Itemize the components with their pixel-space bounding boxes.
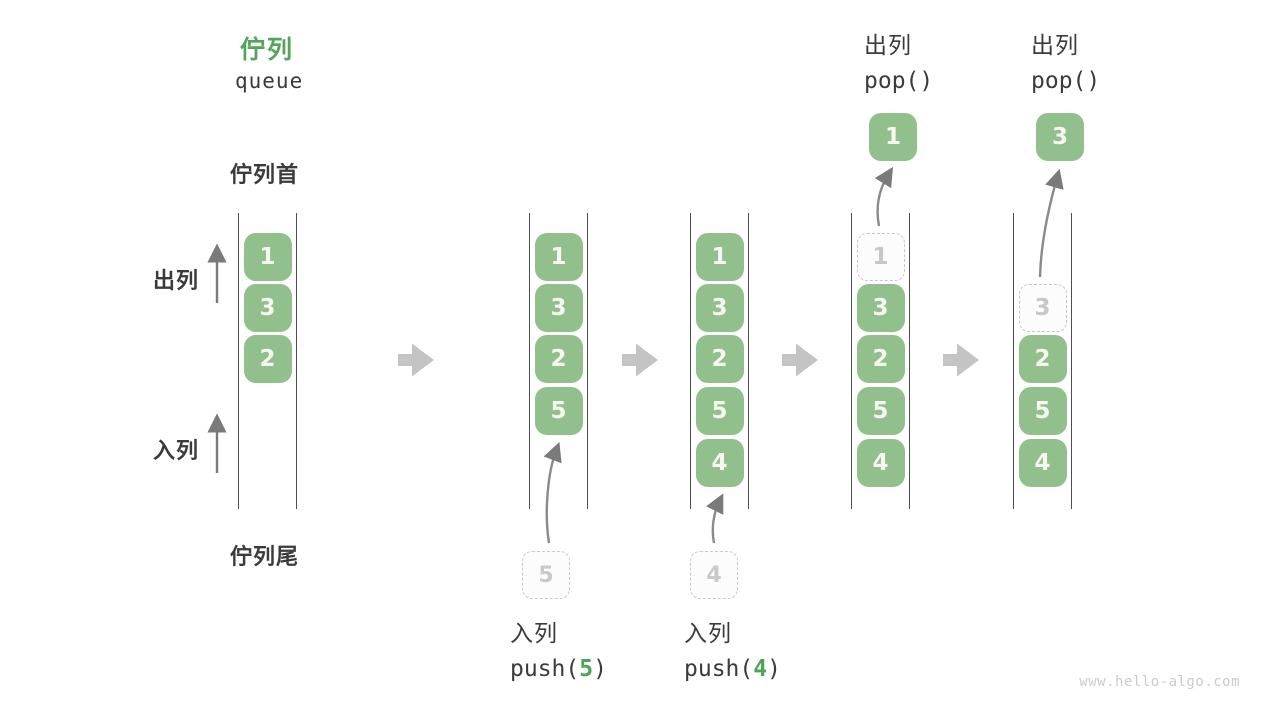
pop-second-code: pop(): [1031, 68, 1101, 94]
staged-push-value: 5: [522, 551, 570, 599]
queue-cell: 4: [1018, 439, 1067, 487]
queue-state-after-push-5: 1 3 2 5: [529, 213, 588, 509]
queue-cell: 4: [856, 439, 905, 487]
push-5-caption: 入列 push(5): [510, 622, 607, 681]
queue-state-pop-1: 1 3 2 5 4: [851, 213, 910, 509]
diagram-title-en: queue: [235, 69, 304, 93]
popped-value-cell: 1: [869, 113, 917, 161]
queue-cell: 4: [695, 439, 744, 487]
queue-state-after-push-4: 1 3 2 5 4: [690, 213, 749, 509]
push-4-caption: 入列 push(4): [684, 622, 781, 681]
queue-cell: 3: [243, 284, 292, 332]
queue-cell: 2: [695, 335, 744, 383]
queue-cell: 5: [1018, 387, 1067, 435]
queue-state-initial: 1 3 2: [238, 213, 297, 509]
push-5-code: push(5): [510, 656, 607, 682]
transition-arrow-icon: [943, 343, 979, 377]
queue-cell: 1: [534, 233, 583, 281]
queue-cell: 3: [695, 284, 744, 332]
diagram-title-zh: 佇列: [240, 36, 295, 64]
queue-cell: 5: [856, 387, 905, 435]
queue-cell: 3: [534, 284, 583, 332]
transition-arrow-icon: [782, 343, 818, 377]
queue-cell: 1: [695, 233, 744, 281]
queue-rear-label: 佇列尾: [230, 544, 300, 569]
transition-arrow-icon: [622, 343, 658, 377]
staged-push-value: 4: [690, 551, 738, 599]
watermark: www.hello-algo.com: [1079, 674, 1240, 690]
queue-cell: 5: [695, 387, 744, 435]
dequeue-direction-label: 出列: [153, 268, 200, 293]
pop-second-caption: 出列 pop(): [1031, 34, 1100, 93]
queue-cell: 2: [534, 335, 583, 383]
enqueue-direction-label: 入列: [153, 438, 200, 463]
queue-cell: 2: [856, 335, 905, 383]
pop-first-label: 出列: [864, 32, 912, 58]
push-5-label: 入列: [510, 620, 558, 646]
queue-cell: 2: [1018, 335, 1067, 383]
pop-first-caption: 出列 pop(): [864, 34, 933, 93]
queue-cell: 3: [856, 284, 905, 332]
queue-cell-ghost: 1: [856, 233, 905, 281]
popped-value-cell: 3: [1036, 113, 1084, 161]
push-4-code: push(4): [684, 656, 781, 682]
queue-cell: 2: [243, 335, 292, 383]
transition-arrow-icon: [398, 343, 434, 377]
queue-state-pop-3: 3 2 5 4: [1013, 213, 1072, 509]
pop-second-label: 出列: [1031, 32, 1079, 58]
queue-front-label: 佇列首: [230, 162, 300, 187]
push-4-label: 入列: [684, 620, 732, 646]
queue-cell: 5: [534, 387, 583, 435]
queue-cell-ghost: 3: [1018, 284, 1067, 332]
pop-first-code: pop(): [864, 68, 934, 94]
queue-cell: 1: [243, 233, 292, 281]
